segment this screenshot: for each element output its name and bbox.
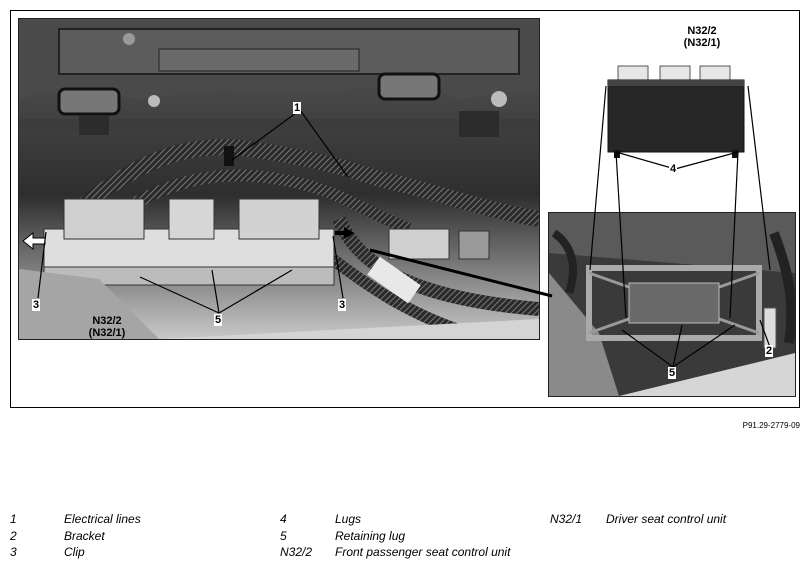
legend-key: N32/1 <box>550 512 583 526</box>
unit-label-detail-line1: N32/2 <box>687 25 717 37</box>
legend-key: 4 <box>280 512 287 526</box>
legend-key: 3 <box>10 545 17 559</box>
figure-frame <box>10 10 800 408</box>
legend-desc: Retaining lug <box>335 529 406 543</box>
figure-reference: P91.29-2779-09 <box>742 421 800 430</box>
unit-label-main: N32/2 (N32/1) <box>84 315 130 339</box>
unit-label-detail: N32/2 (N32/1) <box>676 25 728 49</box>
callout-3-right: 3 <box>338 299 347 311</box>
legend-key: 1 <box>10 512 17 526</box>
callout-5-detail: 5 <box>668 367 677 379</box>
unit-label-main-line1: N32/2 <box>92 315 122 327</box>
legend-desc: Electrical lines <box>64 512 141 526</box>
main-photo-illustration <box>19 19 539 339</box>
legend-key: 2 <box>10 529 17 543</box>
callout-4: 4 <box>669 163 678 175</box>
callout-3-left: 3 <box>32 299 41 311</box>
legend-key: 5 <box>280 529 287 543</box>
callout-2: 2 <box>765 345 774 357</box>
unit-label-main-line2: (N32/1) <box>88 327 126 339</box>
legend-desc: Driver seat control unit <box>606 512 727 526</box>
legend-key: N32/2 <box>280 545 313 559</box>
control-unit-illustration <box>607 65 745 158</box>
callout-5-main: 5 <box>214 314 223 326</box>
legend-desc: Clip <box>64 545 85 559</box>
legend-desc: Bracket <box>64 529 105 543</box>
legend-desc: Lugs <box>335 512 362 526</box>
legend-desc: Front passenger seat control unit <box>335 545 511 559</box>
callout-1: 1 <box>293 102 302 114</box>
main-photo <box>18 18 540 340</box>
unit-label-detail-line2: (N32/1) <box>683 37 721 49</box>
